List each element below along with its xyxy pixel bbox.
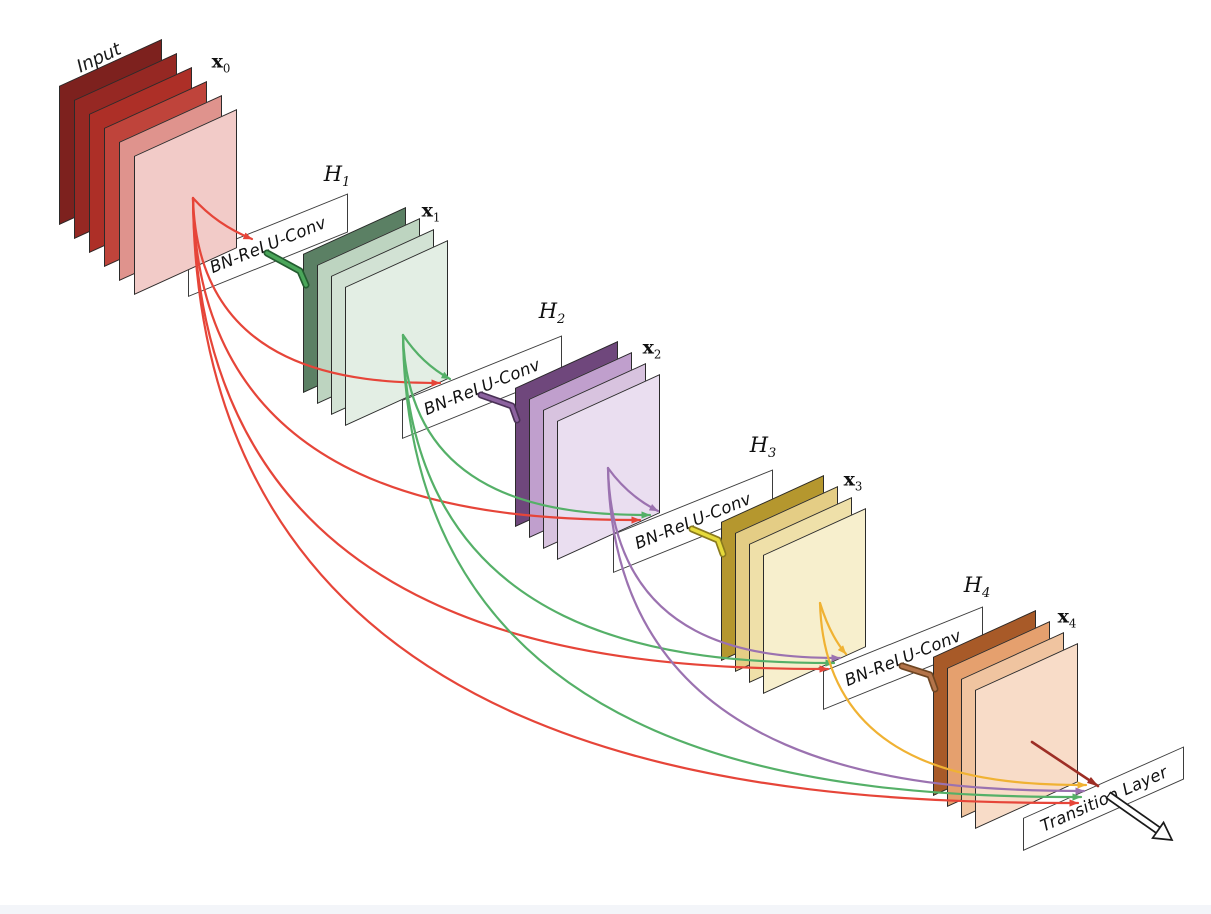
- x1-feature-map-sheet-3: [331, 229, 434, 415]
- x2-label: x2: [642, 336, 662, 362]
- h2-connector-arrow-fill: [479, 393, 519, 422]
- h2-connector-arrow-outline: [477, 391, 521, 424]
- connection-x2-to-transition: [606, 466, 1086, 795]
- h1-box-label: BN-ReLU-Conv: [206, 212, 330, 278]
- x1-feature-map-sheet-2: [317, 218, 420, 404]
- x3-feature-map-sheet-4: [763, 508, 866, 694]
- connection-x0-to-h3: [191, 196, 642, 524]
- h4-label: H4: [963, 572, 991, 602]
- connection-x1-to-h3: [401, 333, 652, 519]
- x4-feature-map-sheet-1: [933, 610, 1036, 796]
- h1-connector-arrow-fill: [265, 251, 308, 287]
- x2-feature-map-sheet-2: [529, 352, 632, 538]
- h4-bn-relu-conv-box: [823, 606, 983, 710]
- h1-connector-arrow-outline: [263, 249, 310, 289]
- x2-feature-map-sheet-1: [515, 341, 618, 527]
- x2-feature-map-sheet-3: [543, 363, 646, 549]
- connection-x0-to-h1: [191, 196, 254, 241]
- h1-label: H1: [323, 161, 351, 191]
- h2-box-label: BN-ReLU-Conv: [420, 354, 544, 420]
- h3-label: H3: [749, 432, 777, 462]
- transition-output-arrow: [1105, 791, 1174, 842]
- transition-layer-box: [1023, 746, 1184, 851]
- x0-label: x0: [211, 50, 231, 76]
- connection-x2-to-h3: [606, 466, 660, 513]
- x4-feature-map-sheet-2: [947, 621, 1050, 807]
- x1-label: x1: [421, 199, 441, 225]
- x1-feature-map-sheet-4: [345, 240, 448, 426]
- x0-feature-map-sheet-1: [59, 39, 162, 225]
- connection-x1-to-h2: [401, 333, 452, 381]
- x1-feature-map-sheet-1: [303, 207, 406, 393]
- h2-bn-relu-conv-box: [402, 335, 562, 439]
- page-bottom-strip: [0, 905, 1211, 914]
- connection-x4-to-transition: [1030, 740, 1100, 788]
- x3-feature-map-sheet-2: [735, 486, 838, 672]
- h3-box-label: BN-ReLU-Conv: [631, 488, 755, 554]
- transition-layer-label: Transition Layer: [1037, 762, 1171, 836]
- h4-connector-arrow-outline: [898, 662, 939, 693]
- connection-x0-to-transition: [191, 196, 1080, 807]
- h3-bn-relu-conv-box: [613, 469, 773, 573]
- x4-label: x4: [1057, 605, 1077, 631]
- x0-feature-map-sheet-4: [104, 81, 207, 267]
- x4-feature-map-sheet-4: [975, 643, 1078, 829]
- h3-connector-arrow-fill: [690, 527, 725, 556]
- connection-x1-to-transition: [401, 333, 1083, 801]
- x2-feature-map-sheet-4: [557, 374, 660, 560]
- x0-feature-map-sheet-3: [89, 67, 192, 253]
- connection-x1-to-h4: [401, 333, 836, 667]
- x0-feature-map-sheet-6: [134, 109, 237, 295]
- connection-x2-to-h4: [606, 466, 842, 662]
- connection-x0-to-h4: [191, 196, 830, 673]
- x0-feature-map-sheet-2: [74, 53, 177, 239]
- h4-box-label: BN-ReLU-Conv: [841, 625, 965, 691]
- x3-feature-map-sheet-1: [721, 475, 824, 661]
- x3-label: x3: [843, 468, 863, 494]
- connection-x3-to-transition: [818, 601, 1088, 789]
- x0-feature-map-sheet-5: [119, 95, 222, 281]
- x3-feature-map-sheet-3: [749, 497, 852, 683]
- x4-feature-map-sheet-3: [961, 632, 1064, 818]
- h2-label: H2: [538, 298, 566, 328]
- h3-connector-arrow-outline: [688, 525, 727, 558]
- input-label: Input: [73, 38, 125, 78]
- connection-x3-to-h4: [818, 601, 848, 656]
- h4-connector-arrow-fill: [900, 664, 937, 691]
- h1-bn-relu-conv-box: [188, 193, 348, 297]
- connection-x0-to-h2: [191, 196, 442, 387]
